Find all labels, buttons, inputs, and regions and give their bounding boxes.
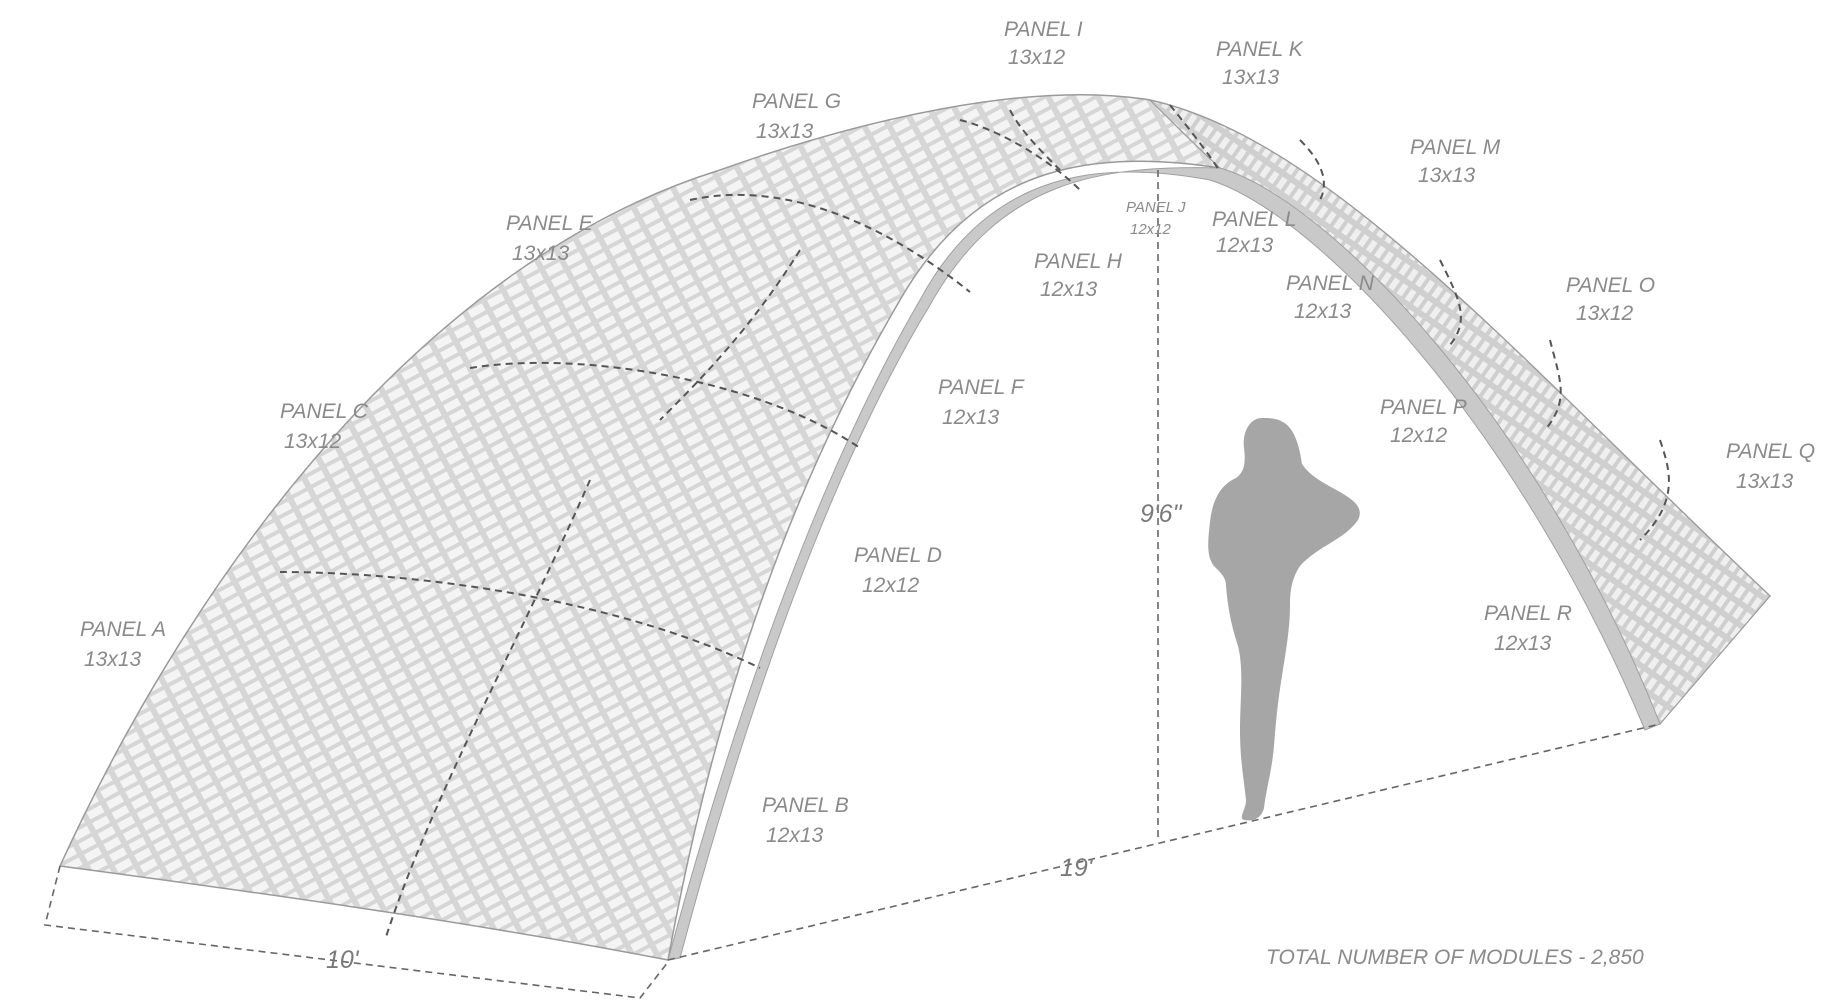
panel-o-size: 13x12 (1576, 302, 1634, 325)
panel-a-size: 13x13 (84, 648, 142, 671)
seam-col-4 (1169, 104, 1221, 173)
seam-col-1 (384, 479, 591, 941)
seam-col-3 (1009, 109, 1061, 171)
panel-q-label: PANEL Q (1726, 440, 1815, 463)
panel-r-label: PANEL R (1484, 602, 1572, 625)
seam-right-2 (1439, 259, 1462, 346)
seam-right-3 (1544, 339, 1562, 431)
panel-p-size: 12x12 (1390, 424, 1448, 447)
height-dimension-label: 9'6" (1140, 500, 1183, 528)
panel-l-label: PANEL L (1212, 208, 1296, 231)
seam-right-1 (1299, 139, 1325, 201)
span-dimension-label: 19' (1060, 854, 1094, 882)
panel-q-size: 13x13 (1736, 470, 1794, 493)
panel-b-label: PANEL B (762, 794, 849, 817)
seam-row-1 (279, 571, 761, 669)
arch-shell-surface (58, 93, 1772, 961)
seam-col-2 (659, 249, 801, 421)
width-dimension-label: 10' (326, 946, 360, 974)
panel-h-size: 12x13 (1040, 278, 1098, 301)
seam-row-2 (469, 361, 861, 449)
panel-n-label: PANEL N (1286, 272, 1375, 295)
panel-c-size: 13x12 (284, 430, 342, 453)
panel-e-label: PANEL E (506, 212, 594, 235)
panel-c-label: PANEL C (280, 400, 369, 423)
panel-o-label: PANEL O (1566, 274, 1655, 297)
panel-a-label: PANEL A (80, 618, 166, 641)
panel-e-size: 13x13 (512, 242, 570, 265)
panel-l-size: 12x13 (1216, 234, 1274, 257)
human-scale-figure (1208, 418, 1360, 821)
panel-k-size: 13x13 (1222, 66, 1280, 89)
panel-g-label: PANEL G (752, 90, 841, 113)
panel-d-label: PANEL D (854, 544, 942, 567)
panel-r-size: 12x13 (1494, 632, 1552, 655)
panel-n-size: 12x13 (1294, 300, 1352, 323)
span-dimension-line (667, 723, 1661, 961)
panel-g-size: 13x13 (756, 120, 814, 143)
panel-j-label: PANEL J (1126, 199, 1186, 216)
panel-m-label: PANEL M (1410, 136, 1501, 159)
panel-f-label: PANEL F (938, 376, 1025, 399)
panel-p-label: PANEL P (1380, 396, 1467, 419)
panel-b-size: 12x13 (766, 824, 824, 847)
panel-j-size: 12x12 (1130, 221, 1172, 238)
seam-row-4 (959, 119, 1081, 191)
panel-m-size: 13x13 (1418, 164, 1476, 187)
panel-i-label: PANEL I (1004, 18, 1083, 41)
total-modules-note: TOTAL NUMBER OF MODULES - 2,850 (1266, 946, 1644, 969)
panel-h-label: PANEL H (1034, 250, 1123, 273)
panel-k-label: PANEL K (1216, 38, 1304, 61)
panel-i-size: 13x12 (1008, 46, 1066, 69)
width-dimension-line (44, 865, 669, 999)
panel-d-size: 12x12 (862, 574, 920, 597)
panel-f-size: 12x13 (942, 406, 1000, 429)
arch-inner-edge (667, 167, 1661, 961)
